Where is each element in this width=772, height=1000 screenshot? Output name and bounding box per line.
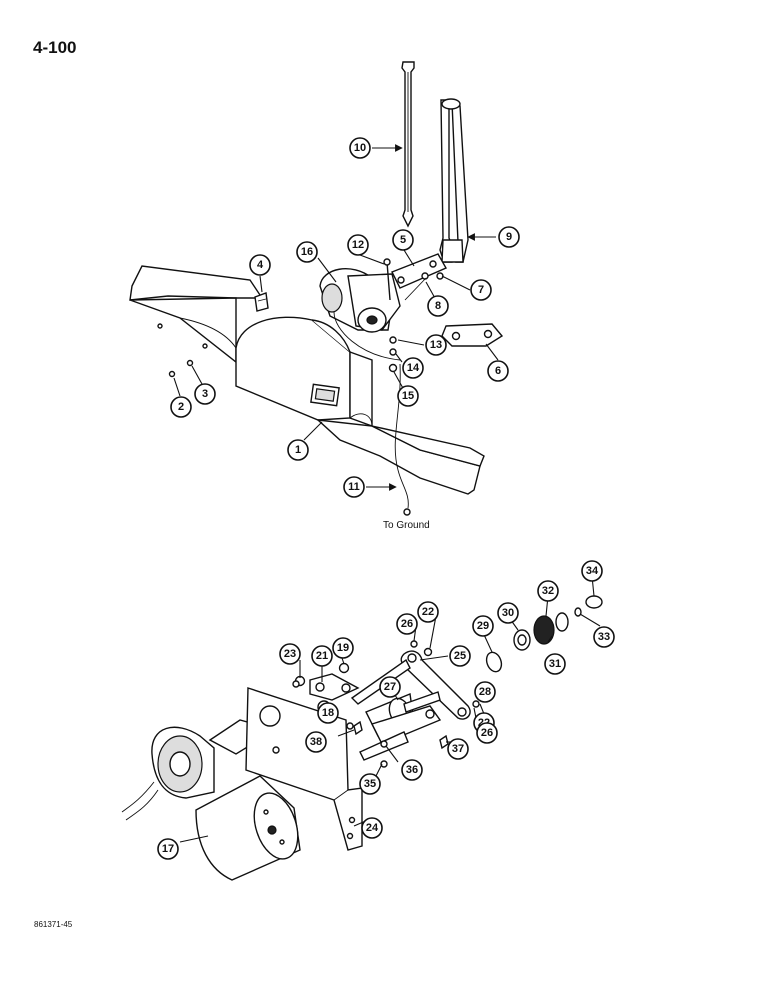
callout-31: 31 bbox=[544, 653, 566, 675]
callouts: 1 2 3 4 5 6 7 8 9 10 11 12 13 14 15 16 1… bbox=[157, 137, 615, 860]
page-number: 4-100 bbox=[33, 38, 77, 57]
callout-16: 16 bbox=[296, 241, 318, 263]
svg-text:29: 29 bbox=[477, 620, 489, 632]
clip-bracket bbox=[254, 292, 269, 312]
callout-8: 8 bbox=[427, 295, 449, 317]
svg-text:23: 23 bbox=[284, 648, 296, 660]
callout-6: 6 bbox=[487, 360, 509, 382]
wiper-arm bbox=[439, 98, 469, 263]
callout-34: 34 bbox=[581, 560, 603, 582]
svg-text:17: 17 bbox=[162, 843, 174, 855]
svg-text:12: 12 bbox=[352, 239, 364, 251]
svg-text:35: 35 bbox=[364, 778, 376, 790]
svg-text:3: 3 bbox=[202, 388, 208, 400]
svg-text:2: 2 bbox=[178, 401, 184, 413]
svg-text:15: 15 bbox=[402, 390, 414, 402]
svg-text:26: 26 bbox=[401, 618, 413, 630]
svg-text:16: 16 bbox=[301, 246, 313, 258]
svg-text:28: 28 bbox=[479, 686, 491, 698]
callout-18: 18 bbox=[317, 702, 339, 724]
callout-21: 21 bbox=[311, 645, 333, 667]
callout-1: 1 bbox=[287, 439, 309, 461]
pivot-shaft bbox=[359, 691, 442, 761]
callout-14: 14 bbox=[402, 357, 424, 379]
svg-text:34: 34 bbox=[586, 565, 599, 577]
callout-22-top: 22 bbox=[417, 601, 439, 623]
svg-text:38: 38 bbox=[310, 736, 322, 748]
callout-29: 29 bbox=[472, 615, 494, 637]
svg-text:14: 14 bbox=[407, 362, 420, 374]
svg-text:8: 8 bbox=[435, 300, 441, 312]
callout-13: 13 bbox=[425, 334, 447, 356]
callout-5: 5 bbox=[392, 229, 414, 251]
svg-text:4: 4 bbox=[257, 259, 264, 271]
callout-38: 38 bbox=[305, 731, 327, 753]
svg-text:26: 26 bbox=[481, 727, 493, 739]
svg-text:22: 22 bbox=[422, 606, 434, 618]
svg-text:32: 32 bbox=[542, 585, 554, 597]
svg-text:36: 36 bbox=[406, 764, 418, 776]
callout-32: 32 bbox=[537, 580, 559, 602]
svg-text:6: 6 bbox=[495, 365, 501, 377]
callout-9: 9 bbox=[498, 226, 520, 248]
svg-text:7: 7 bbox=[478, 284, 484, 296]
figure-code: 861371-45 bbox=[34, 920, 73, 929]
callout-12: 12 bbox=[347, 234, 369, 256]
svg-text:33: 33 bbox=[598, 631, 610, 643]
svg-text:21: 21 bbox=[316, 650, 328, 662]
wiper-motor bbox=[319, 268, 401, 361]
callout-30: 30 bbox=[497, 602, 519, 624]
svg-text:5: 5 bbox=[400, 234, 406, 246]
callout-7: 7 bbox=[470, 279, 492, 301]
callout-27: 27 bbox=[379, 676, 401, 698]
callout-25: 25 bbox=[449, 645, 471, 667]
mounting-bracket bbox=[245, 687, 363, 851]
small-fasteners bbox=[168, 359, 194, 378]
callout-28: 28 bbox=[474, 681, 496, 703]
ground-note: To Ground bbox=[383, 520, 430, 531]
callout-24: 24 bbox=[361, 817, 383, 839]
svg-text:1: 1 bbox=[295, 444, 301, 456]
callout-10: 10 bbox=[349, 137, 371, 159]
svg-text:30: 30 bbox=[502, 607, 514, 619]
svg-text:25: 25 bbox=[454, 650, 466, 662]
motor-hardware bbox=[383, 258, 444, 373]
support-channel bbox=[129, 265, 485, 495]
callout-3: 3 bbox=[194, 383, 216, 405]
callout-26-top: 26 bbox=[396, 613, 418, 635]
callout-11: 11 bbox=[343, 476, 365, 498]
svg-text:19: 19 bbox=[337, 642, 349, 654]
shaft-hardware bbox=[292, 595, 603, 768]
svg-text:24: 24 bbox=[366, 822, 379, 834]
svg-text:11: 11 bbox=[348, 481, 360, 493]
callout-17: 17 bbox=[157, 838, 179, 860]
callout-35: 35 bbox=[359, 773, 381, 795]
svg-text:31: 31 bbox=[549, 658, 561, 670]
svg-text:37: 37 bbox=[452, 743, 464, 755]
svg-text:27: 27 bbox=[384, 681, 396, 693]
gasket bbox=[441, 323, 504, 347]
callout-2: 2 bbox=[170, 396, 192, 418]
svg-text:10: 10 bbox=[354, 142, 366, 154]
svg-text:13: 13 bbox=[430, 339, 442, 351]
callout-37: 37 bbox=[447, 738, 469, 760]
callout-23: 23 bbox=[279, 643, 301, 665]
callout-15: 15 bbox=[397, 385, 419, 407]
mounting-plate bbox=[391, 253, 447, 289]
callout-33: 33 bbox=[593, 626, 615, 648]
callout-26-bottom: 26 bbox=[476, 722, 498, 744]
to-ground-label: To Ground bbox=[383, 520, 430, 531]
wiper-blade bbox=[401, 61, 415, 228]
callout-4: 4 bbox=[249, 254, 271, 276]
callout-36: 36 bbox=[401, 759, 423, 781]
svg-text:18: 18 bbox=[322, 707, 334, 719]
svg-text:9: 9 bbox=[506, 231, 512, 243]
callout-19: 19 bbox=[332, 637, 354, 659]
